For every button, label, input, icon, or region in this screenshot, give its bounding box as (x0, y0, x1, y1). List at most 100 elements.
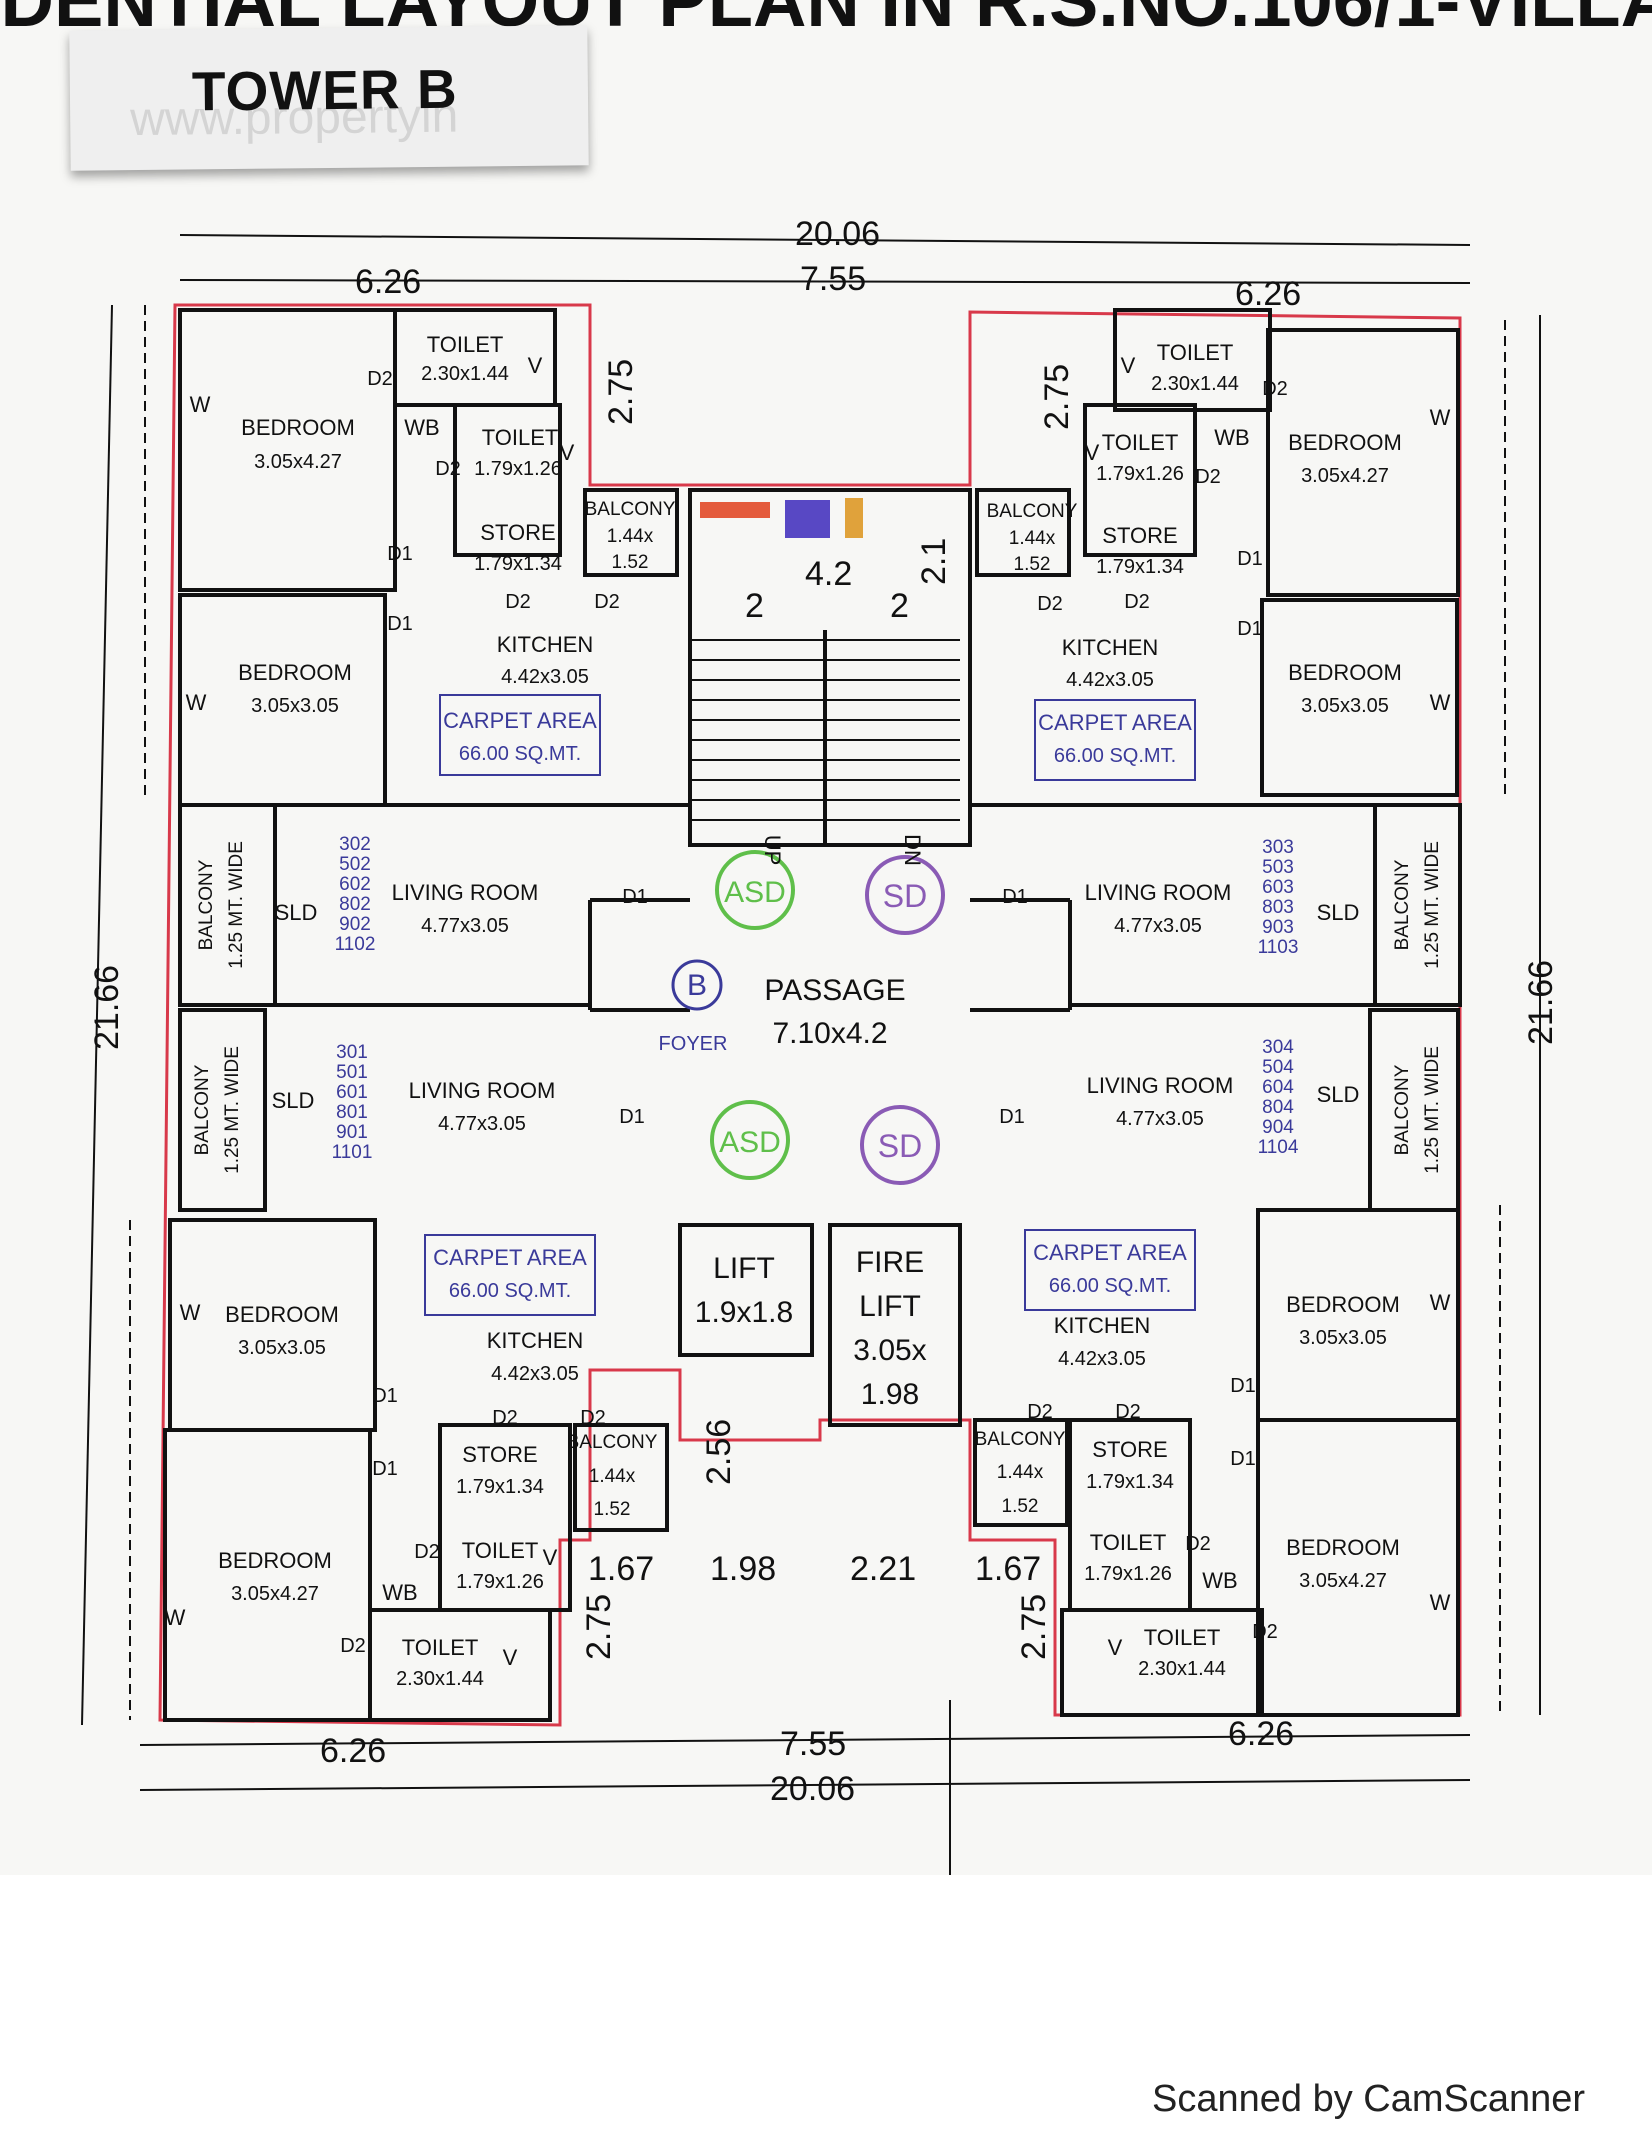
label-store-tr: STORE (1102, 523, 1177, 548)
door-d1-tr-1: D1 (1237, 548, 1263, 570)
size-bedroom-tr-small: 3.05x3.05 (1301, 695, 1389, 717)
label-kitchen-tl: KITCHEN (497, 632, 594, 657)
size-bedroom-tl-big: 3.05x4.27 (254, 451, 342, 473)
label-toilet-br-big: TOILET (1144, 1625, 1221, 1650)
window-tl-1: W (190, 392, 211, 417)
vent-bl-2: V (503, 1645, 518, 1670)
door-d2-tl-1: D2 (367, 368, 393, 390)
window-tl-2: W (186, 690, 207, 715)
dim-total-bottom: 20.06 (770, 1770, 855, 1808)
wall-bedroom-bl-big (163, 1428, 372, 1722)
dim-275-bl: 2.75 (580, 1594, 618, 1660)
wall-balcony-wide-tr (1373, 803, 1462, 1007)
door-d1-tr-3: D1 (1002, 886, 1028, 908)
unit-number-bl-3: 801 (336, 1102, 368, 1123)
scanner-footer: Scanned by CamScanner (1152, 2078, 1586, 2120)
dim-167-right: 1.67 (975, 1550, 1041, 1588)
size-bedroom-tr-big: 3.05x4.27 (1301, 465, 1389, 487)
size-fire-lift-a: 3.05x (853, 1334, 926, 1367)
size-balcony-bl-b: 1.52 (594, 1499, 631, 1520)
size-balcony-tl-b: 1.52 (612, 552, 649, 573)
label-toilet-bl-big: TOILET (402, 1635, 479, 1660)
wall-balcony-tl (583, 488, 679, 577)
sd-symbol-bottom (860, 1105, 940, 1185)
size-living-tl: 4.77x3.05 (421, 915, 509, 937)
door-d1-tl-1: D1 (387, 543, 413, 565)
label-kitchen-bl: KITCHEN (487, 1328, 584, 1353)
dim-line-bottom-total (139, 1779, 1471, 1791)
size-toilet-tl-small: 1.79x1.26 (474, 458, 562, 480)
label-balcony-br: BALCONY (975, 1429, 1066, 1450)
door-d2-bl-3: D2 (414, 1541, 440, 1563)
size-fire-lift-b: 1.98 (861, 1378, 919, 1411)
door-d2-tr-4: D2 (1124, 591, 1150, 613)
size-kitchen-tr: 4.42x3.05 (1066, 669, 1154, 691)
label-balcony-tl: BALCONY (585, 499, 676, 520)
label-toilet-tr-big: TOILET (1157, 340, 1234, 365)
size-balcony-tl-a: 1.44x (607, 526, 654, 547)
size-balcony-wide-bl: 1.25 MT. WIDE (222, 1046, 243, 1174)
dim-mid-bottom: 7.55 (780, 1725, 846, 1763)
vent-br-1: V (1108, 1635, 1123, 1660)
label-toilet-br-small: TOILET (1090, 1530, 1167, 1555)
dim-275-tl: 2.75 (602, 359, 640, 425)
dim-42: 4.2 (805, 555, 852, 593)
size-store-br: 1.79x1.34 (1086, 1471, 1174, 1493)
wall-fire-lift (828, 1223, 962, 1427)
vent-tl-1: V (528, 353, 543, 378)
dim-wing-bottom-right: 6.26 (1228, 1715, 1294, 1753)
size-living-br: 4.77x3.05 (1116, 1108, 1204, 1130)
door-d1-br-2: D1 (1230, 1375, 1256, 1397)
label-store-br: STORE (1092, 1437, 1167, 1462)
unit-number-br-0: 304 (1262, 1037, 1294, 1058)
door-d1-tl-3: D1 (622, 886, 648, 908)
door-d2-tr-3: D2 (1037, 593, 1063, 615)
unit-number-br-1: 504 (1262, 1057, 1294, 1078)
window-br-1: W (1430, 1290, 1451, 1315)
size-balcony-tr-b: 1.52 (1014, 554, 1051, 575)
size-carpet-tl: 66.00 SQ.MT. (459, 743, 581, 765)
wall-stair-core (688, 488, 972, 847)
sld-tr: SLD (1317, 900, 1360, 925)
size-store-tr: 1.79x1.34 (1096, 556, 1184, 578)
door-d2-br-1: D2 (1027, 1401, 1053, 1423)
dim-wing-bottom-left: 6.26 (320, 1732, 386, 1770)
unit-number-bl-0: 301 (336, 1042, 368, 1063)
label-bedroom-tl-big: BEDROOM (241, 415, 355, 440)
wall-balcony-wide-bl (178, 1008, 267, 1212)
size-toilet-br-small: 1.79x1.26 (1084, 1563, 1172, 1585)
wall-balcony-bl (573, 1423, 669, 1532)
label-living-bl: LIVING ROOM (409, 1078, 556, 1103)
window-tr-1: W (1430, 405, 1451, 430)
door-d2-bl-1: D2 (492, 1407, 518, 1429)
size-living-tr: 4.77x3.05 (1114, 915, 1202, 937)
label-bedroom-tr-small: BEDROOM (1288, 660, 1402, 685)
label-toilet-bl-small: TOILET (462, 1538, 539, 1563)
size-toilet-tr-big: 2.30x1.44 (1151, 373, 1239, 395)
unit-number-bl-1: 501 (336, 1062, 368, 1083)
door-d1-tr-2: D1 (1237, 618, 1263, 640)
unit-number-br-3: 804 (1262, 1097, 1294, 1118)
door-d2-tl-4: D2 (594, 591, 620, 613)
wall-living-divider (275, 803, 1375, 1007)
dim-2-right: 2 (890, 587, 909, 625)
dim-21: 2.1 (915, 538, 953, 585)
size-toilet-br-big: 2.30x1.44 (1138, 1658, 1226, 1680)
unit-number-tr-4: 903 (1262, 917, 1294, 938)
size-kitchen-br: 4.42x3.05 (1058, 1348, 1146, 1370)
unit-number-tr-1: 503 (1262, 857, 1294, 878)
floor-plan-scan: IDENTIAL LAYOUT PLAN IN R.S.NO.106/1-VIL… (0, 0, 1652, 1875)
projection-dashes (129, 305, 1506, 1720)
unit-number-tl-2: 602 (339, 874, 371, 895)
unit-number-stacks: 3025026028029021102303503603803903110330… (332, 834, 1299, 1163)
label-store-bl: STORE (462, 1442, 537, 1467)
door-d2-br-4: D2 (1252, 1621, 1278, 1643)
window-tr-2: W (1430, 690, 1451, 715)
label-balcony-wide-tl: BALCONY (196, 859, 217, 950)
sd-label-bottom: SD (878, 1128, 922, 1164)
label-stair-up: UP (760, 835, 785, 866)
size-kitchen-tl: 4.42x3.05 (501, 666, 589, 688)
door-d1-br-1: D1 (999, 1106, 1025, 1128)
size-balcony-br-a: 1.44x (997, 1462, 1044, 1483)
door-d1-bl-3: D1 (372, 1458, 398, 1480)
